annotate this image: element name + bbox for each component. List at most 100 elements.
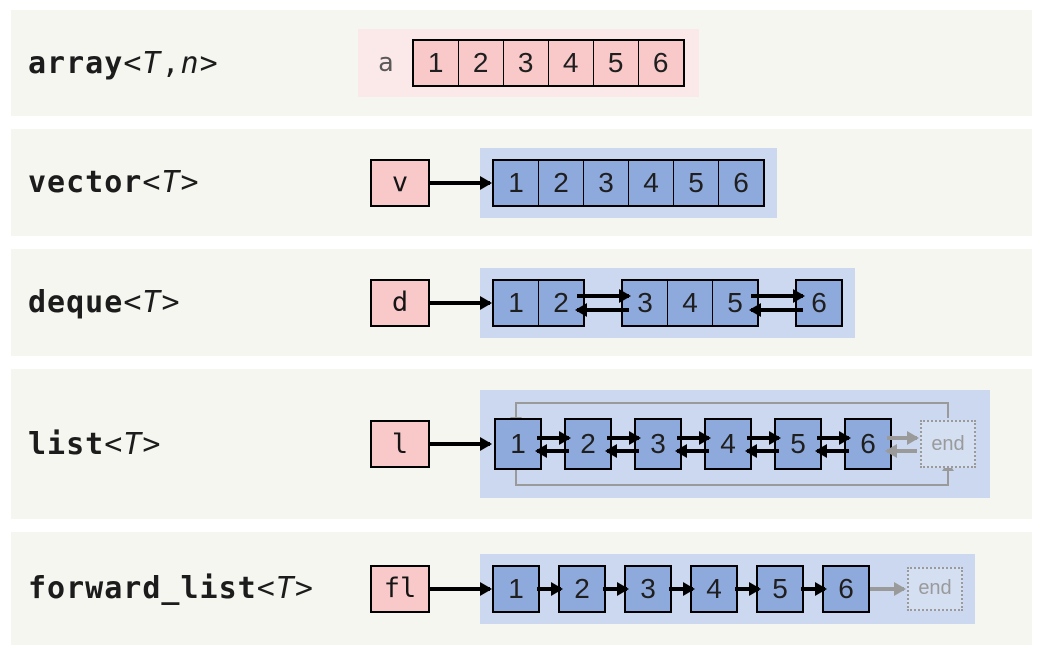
forward-list-node: 1 xyxy=(492,564,540,613)
arrow-right-icon xyxy=(735,586,759,591)
arrow-right-icon xyxy=(747,435,779,440)
bidirectional-link xyxy=(607,435,639,453)
forward-list-type-name: forward_list xyxy=(28,571,257,606)
forward-list-node: 5 xyxy=(756,564,804,613)
list-node: 1 xyxy=(494,418,542,470)
list-type-label: list<T> xyxy=(28,426,162,462)
gray-arrow-left-icon xyxy=(887,448,917,453)
deque-chunk: 3 4 5 xyxy=(621,278,759,327)
arrow-right-icon xyxy=(817,435,849,440)
arrow-right-icon xyxy=(801,586,825,591)
row-deque: deque<T> d 1 2 3 4 5 6 xyxy=(11,249,1032,356)
bidirectional-link xyxy=(747,435,779,453)
list-variable-label: l xyxy=(391,428,409,460)
deque-cell: 4 xyxy=(667,280,712,325)
vector-pointer-box: v xyxy=(370,158,430,207)
arrow-right-icon xyxy=(537,586,561,591)
arrow-left-icon xyxy=(577,307,629,312)
arrow-right-icon xyxy=(751,293,803,298)
forward-list-end-node: end xyxy=(907,566,963,611)
arrow-left-icon xyxy=(817,448,849,453)
row-list: list<T> l 1 2 3 4 xyxy=(11,369,1032,519)
vector-cell: 1 xyxy=(494,160,538,205)
row-array: array<T,n> a 1 2 3 4 5 6 xyxy=(11,10,1032,116)
array-type-label: array<T,n> xyxy=(28,45,219,81)
type-param-n: n xyxy=(180,45,200,81)
bidirectional-link xyxy=(817,435,849,453)
array-cell: 6 xyxy=(637,41,683,85)
list-memory-panel: 1 2 3 4 5 xyxy=(480,390,990,498)
vector-cell: 2 xyxy=(538,160,583,205)
deque-pointer-box: d xyxy=(370,278,430,327)
vector-variable-label: v xyxy=(391,167,409,198)
vector-cell-strip: 1 2 3 4 5 6 xyxy=(492,158,765,207)
arrow-left-icon xyxy=(607,448,639,453)
array-cell: 3 xyxy=(502,41,548,85)
gray-arrow-right-icon xyxy=(870,586,904,591)
arrow-right-icon xyxy=(430,442,490,446)
deque-memory-panel: 1 2 3 4 5 6 xyxy=(480,267,855,338)
deque-cell: 1 xyxy=(494,280,538,325)
vector-memory-panel: 1 2 3 4 5 6 xyxy=(480,147,777,218)
list-node: 3 xyxy=(634,418,682,470)
bidirectional-link-to-end xyxy=(887,435,917,453)
vector-cell: 3 xyxy=(583,160,628,205)
deque-variable-label: d xyxy=(391,287,409,318)
array-cell: 1 xyxy=(413,41,458,85)
array-variable-label: a xyxy=(378,48,394,78)
forward-list-type-label: forward_list<T> xyxy=(28,571,314,606)
arrow-left-icon xyxy=(747,448,779,453)
arrow-right-icon xyxy=(677,435,709,440)
deque-cell: 6 xyxy=(797,280,841,325)
vector-type-label: vector<T> xyxy=(28,165,200,200)
deque-type-label: deque<T> xyxy=(28,285,181,320)
vector-cell: 4 xyxy=(628,160,673,205)
gray-arrow-right-icon xyxy=(887,435,917,440)
type-param-T: T xyxy=(142,285,162,320)
arrow-right-icon xyxy=(669,586,693,591)
vector-cell: 5 xyxy=(673,160,718,205)
array-type-name: array xyxy=(28,45,124,81)
deque-cell: 5 xyxy=(712,280,757,325)
arrow-right-icon xyxy=(430,300,490,305)
bidirectional-link xyxy=(537,435,569,453)
list-node: 4 xyxy=(704,418,752,470)
arrow-right-icon xyxy=(430,586,490,591)
bidirectional-link xyxy=(751,293,803,312)
array-cell: 4 xyxy=(547,41,593,85)
array-cell-strip: 1 2 3 4 5 6 xyxy=(411,39,685,87)
row-vector: vector<T> v 1 2 3 4 5 6 xyxy=(11,129,1032,236)
arrow-left-icon xyxy=(751,307,803,312)
arrow-left-icon xyxy=(537,448,569,453)
array-cell: 2 xyxy=(457,41,503,85)
type-param-T: T xyxy=(123,426,143,462)
row-forward-list: forward_list<T> fl 1 2 3 4 5 6 end xyxy=(11,532,1032,645)
wraparound-link-bottom xyxy=(515,462,954,486)
deque-type-name: deque xyxy=(28,285,124,320)
arrow-right-icon xyxy=(430,180,490,185)
arrow-right-icon xyxy=(577,293,629,298)
vector-type-name: vector xyxy=(28,165,143,200)
type-param-T: T xyxy=(275,571,295,606)
arrow-right-icon xyxy=(603,586,627,591)
bidirectional-link xyxy=(677,435,709,453)
forward-list-node: 6 xyxy=(822,564,870,613)
forward-list-node: 3 xyxy=(624,564,672,613)
arrow-left-icon xyxy=(677,448,709,453)
deque-cell: 3 xyxy=(623,280,667,325)
forward-list-node: 2 xyxy=(558,564,606,613)
list-type-name: list xyxy=(28,426,105,462)
list-node: 5 xyxy=(774,418,822,470)
arrow-right-icon xyxy=(607,435,639,440)
list-end-node: end xyxy=(920,420,976,468)
forward-list-memory-panel: 1 2 3 4 5 6 end xyxy=(480,553,975,624)
array-memory-panel: a 1 2 3 4 5 6 xyxy=(358,29,699,97)
forward-list-pointer-box: fl xyxy=(370,564,430,613)
list-pointer-box: l xyxy=(370,420,430,468)
bidirectional-link xyxy=(577,293,629,312)
forward-list-variable-label: fl xyxy=(383,573,417,604)
array-cell: 5 xyxy=(592,41,638,85)
deque-chunk: 6 xyxy=(795,278,843,327)
type-param-T: T xyxy=(161,165,181,200)
